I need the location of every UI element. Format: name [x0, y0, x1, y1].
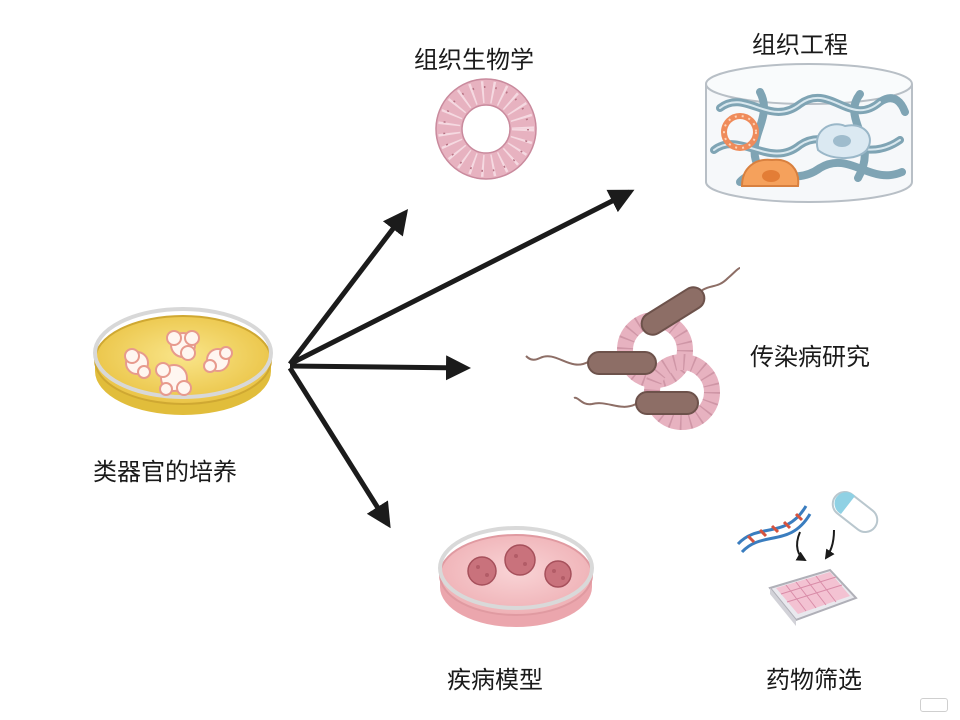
- arrow-to-tissue-engineering: [288, 189, 635, 367]
- drug-screening-icon: [736, 490, 879, 626]
- label-organoid-culture: 类器官的培养: [93, 458, 237, 486]
- disease-model-dish-icon: [438, 526, 594, 627]
- label-drug-screening: 药物筛选: [766, 666, 862, 694]
- arrows: [287, 189, 635, 529]
- arrow-to-disease-model: [287, 366, 391, 529]
- scaffold-icon: [705, 63, 913, 203]
- label-infectious-disease: 传染病研究: [750, 343, 870, 371]
- infectious-disease-icon: [525, 267, 741, 430]
- tissue-ring-icon: [435, 78, 537, 180]
- watermark-icon: [920, 698, 948, 712]
- label-disease-model: 疾病模型: [447, 666, 543, 694]
- arrow-to-tissue-biology: [288, 209, 409, 366]
- organoid-culture-dish-icon: [93, 307, 273, 415]
- arrow-to-infectious-disease: [289, 355, 471, 381]
- label-tissue-biology: 组织生物学: [414, 46, 534, 74]
- label-tissue-engineering: 组织工程: [752, 31, 848, 59]
